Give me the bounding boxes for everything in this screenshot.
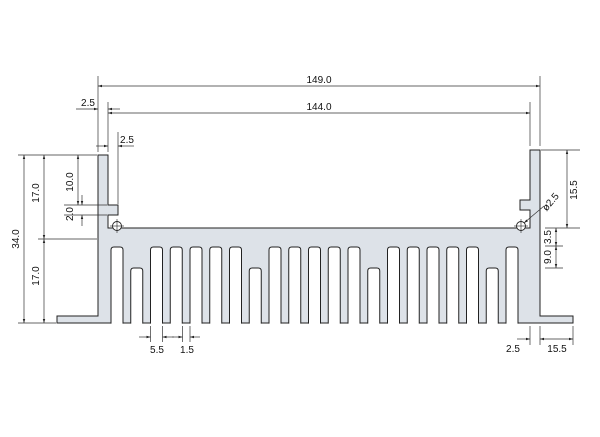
dim-label-hole-diameter: ø2.5 [540,191,562,214]
dim-label-fin-thickness: 1.5 [180,345,194,356]
mounting-hole-left [110,219,124,233]
fin-gap [426,246,440,324]
fin-gap [406,246,420,324]
dim-label-wall-thickness-bottom: 2.5 [506,344,520,355]
mounting-hole-right [514,219,528,233]
fin-gap [347,246,361,324]
fin-gap [308,246,321,324]
fin-gap [110,246,124,324]
dim-label-base-thickness: 3.5 [543,230,554,244]
fin-gaps [110,246,519,324]
fin-gap [505,246,519,324]
fin-gap [485,267,499,324]
dim-label-overall-width: 149.0 [306,75,331,86]
dim-label-lip-thickness: 2.0 [65,207,76,221]
fin-gap [268,246,282,324]
fin-gap [189,246,203,324]
fin-gap [130,267,144,324]
dim-label-wall-thickness-top: 2.5 [81,98,95,109]
dim-label-lip-width: 2.5 [120,135,134,146]
fin-gap [387,246,400,324]
fin-gap [229,246,242,324]
dim-label-short-fin-offset: 9.0 [543,250,554,264]
dim-label-upper-height: 17.0 [31,183,42,203]
fin-gap [150,246,163,324]
dim-label-fin-gap: 5.5 [150,345,164,356]
dim-label-right-wall-height: 15.5 [569,180,580,200]
fin-gap [209,246,223,324]
fin-gap [367,267,381,324]
fin-gap [169,246,183,324]
fin-gap [288,246,302,324]
dim-label-inner-width: 144.0 [306,102,331,113]
dim-label-flange-width: 15.5 [547,344,567,355]
fin-gap [446,246,460,324]
fin-gap [327,246,341,324]
fin-gap [248,267,262,324]
dim-label-total-height: 34.0 [11,229,22,249]
fin-gap [466,246,479,324]
leader-line-hole [523,205,545,224]
dim-label-lip-offset: 10.0 [65,172,76,192]
dim-label-lower-height: 17.0 [31,266,42,286]
